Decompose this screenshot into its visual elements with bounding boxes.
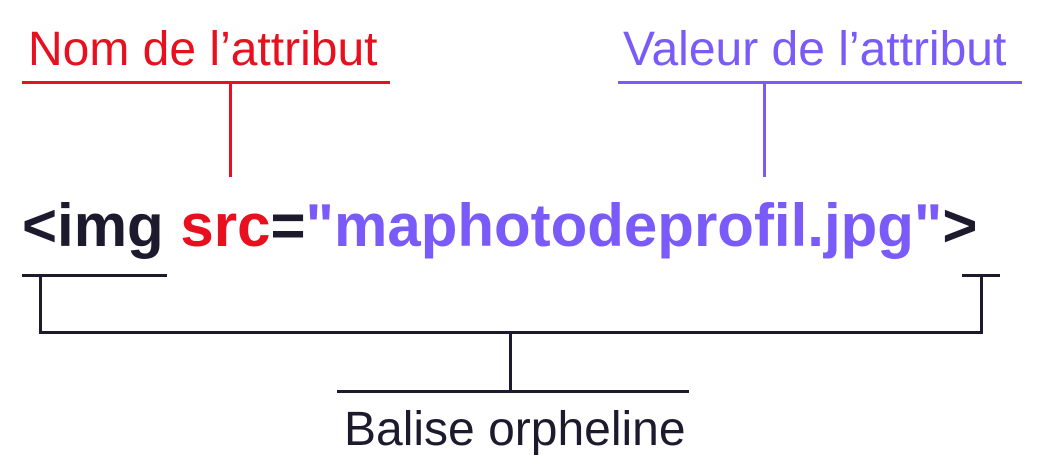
attribute-value-connector: [763, 83, 766, 177]
code-tag-close: >: [942, 192, 978, 259]
attribute-name-connector: [229, 83, 232, 177]
attribute-name-label: Nom de l’attribut: [28, 23, 378, 76]
code-attribute-value: "maphotodeprofil.jpg": [305, 192, 943, 259]
bracket-center-connector: [509, 332, 512, 392]
code-snippet: <img src="maphotodeprofil.jpg">: [22, 196, 977, 256]
code-tag-open: <img: [22, 192, 181, 259]
code-attribute-name: src: [180, 192, 271, 259]
code-equals: =: [270, 192, 306, 259]
attribute-name-underline: [22, 81, 390, 84]
bracket-right-leg: [980, 275, 983, 333]
bracket-left-leg: [39, 275, 42, 333]
orphan-tag-label: Balise orpheline: [344, 403, 686, 456]
attribute-value-label: Valeur de l’attribut: [623, 23, 1007, 76]
orphan-label-overline: [337, 390, 689, 393]
tag-open-underline: [22, 274, 167, 277]
attribute-value-underline: [618, 81, 1022, 84]
